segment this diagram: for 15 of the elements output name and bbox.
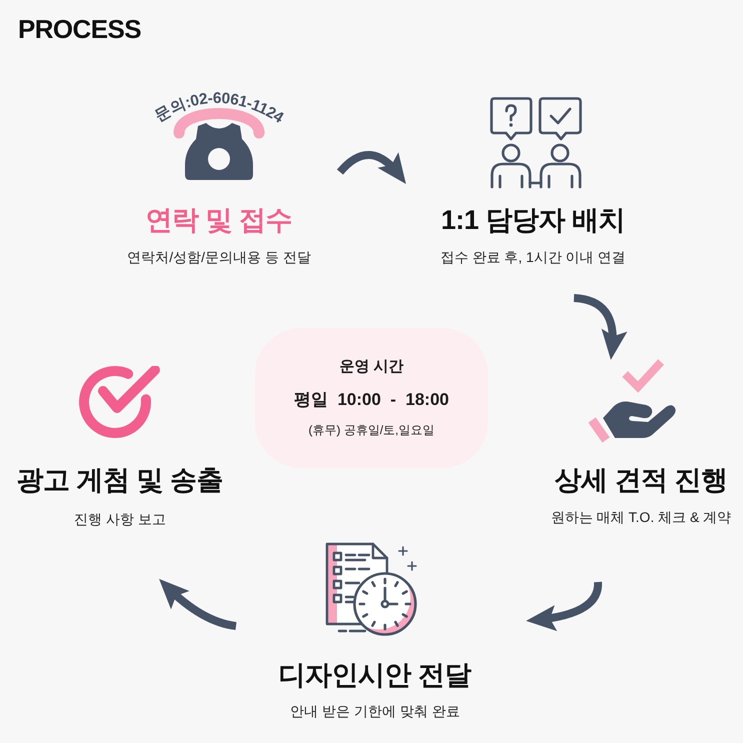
step-title: 디자인시안 전달 xyxy=(278,659,472,692)
step-description: 원하는 매체 T.O. 체크 & 계약 xyxy=(550,508,732,526)
panel-heading: 운영 시간 xyxy=(339,358,404,377)
step-title: 1:1 담당자 배치 xyxy=(440,204,626,237)
page-title: PROCESS xyxy=(18,14,141,44)
business-hours: 평일 10:00 - 18:00 xyxy=(294,388,449,410)
curved-arrow xyxy=(158,579,237,630)
step-description: 진행 사항 보고 xyxy=(74,510,166,528)
step-description: 접수 완료 후, 1시간 이내 연결 xyxy=(440,248,626,266)
step-description: 안내 받은 기한에 맞춰 완료 xyxy=(290,702,460,720)
step-title: 광고 게첨 및 송출 xyxy=(16,464,224,497)
step-title: 연락 및 접수 xyxy=(146,204,292,237)
closed-days: (휴무) 공휴일/토,일요일 xyxy=(308,423,434,438)
step-title: 상세 견적 진행 xyxy=(554,464,728,497)
step-description: 연락처/성함/문의내용 등 전달 xyxy=(127,248,311,266)
